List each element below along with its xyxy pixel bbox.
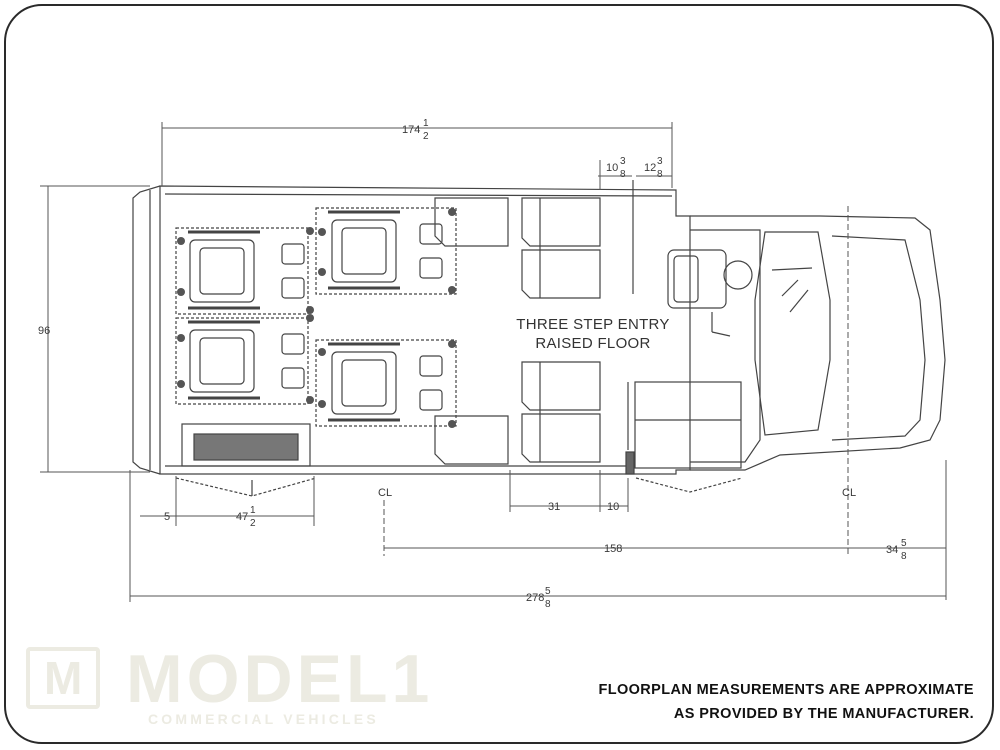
brand-badge: M <box>26 647 100 709</box>
dim-entry-a-whole: 10 <box>606 162 618 174</box>
dim-front-den: 8 <box>901 551 907 562</box>
wheelchair-lift <box>181 423 311 467</box>
centerline-rear: CL <box>378 487 392 499</box>
page-frame <box>4 4 994 744</box>
disclaimer: FLOORPLAN MEASUREMENTS ARE APPROXIMATE A… <box>598 678 974 726</box>
dim-front-whole: 34 <box>886 544 898 556</box>
brand-logo: M MODEL1 COMMERCIAL VEHICLES <box>26 643 429 731</box>
dim-overall-num: 5 <box>545 586 551 597</box>
dim-step: 10 <box>607 501 619 513</box>
driver-seat <box>667 249 727 309</box>
dim-overall-body-num: 1 <box>423 118 429 129</box>
windshield <box>754 231 831 436</box>
dim-entry-a-num: 3 <box>620 156 626 167</box>
cab-outline <box>690 215 946 471</box>
dim-seat-depth: 31 <box>548 501 560 513</box>
wheelchair-position-2 <box>175 317 309 405</box>
entry-steps <box>634 381 742 469</box>
dim-entry-b-num: 3 <box>657 156 663 167</box>
dim-rear-offset: 5 <box>164 511 170 523</box>
wheelchair-position-4 <box>315 339 457 427</box>
dim-front-num: 5 <box>901 538 907 549</box>
dim-lift-num: 1 <box>250 505 256 516</box>
rear-bumper <box>132 185 161 475</box>
dim-overall-den: 8 <box>545 599 551 610</box>
dim-lift-den: 2 <box>250 518 256 529</box>
wheelchair-position-3 <box>315 207 457 295</box>
brand-name: MODEL1 <box>126 641 434 717</box>
dim-lift-whole: 47 <box>236 511 248 523</box>
wheelchair-position-1 <box>175 227 309 315</box>
passenger-seat-row-top <box>434 197 601 299</box>
dim-width: 96 <box>38 325 50 337</box>
dim-entry-b-whole: 12 <box>644 162 656 174</box>
dim-overall-body-whole: 174 <box>402 124 420 136</box>
disclaimer-line2: AS PROVIDED BY THE MANUFACTURER. <box>673 706 974 722</box>
center-label-line1: THREE STEP ENTRY <box>516 316 669 333</box>
disclaimer-line1: FLOORPLAN MEASUREMENTS ARE APPROXIMATE <box>598 682 974 698</box>
passenger-seat-row-bottom <box>434 361 601 465</box>
dim-overall-whole: 278 <box>526 592 544 604</box>
dim-wheelbase: 158 <box>604 543 622 555</box>
dim-entry-b-den: 8 <box>657 169 663 180</box>
center-label-line2: RAISED FLOOR <box>535 335 650 352</box>
dash <box>690 229 761 463</box>
dim-overall-body-den: 2 <box>423 131 429 142</box>
centerline-front: CL <box>842 487 856 499</box>
brand-badge-letter: M <box>44 652 83 704</box>
brand-tagline: COMMERCIAL VEHICLES <box>148 711 379 727</box>
dim-entry-a-den: 8 <box>620 169 626 180</box>
